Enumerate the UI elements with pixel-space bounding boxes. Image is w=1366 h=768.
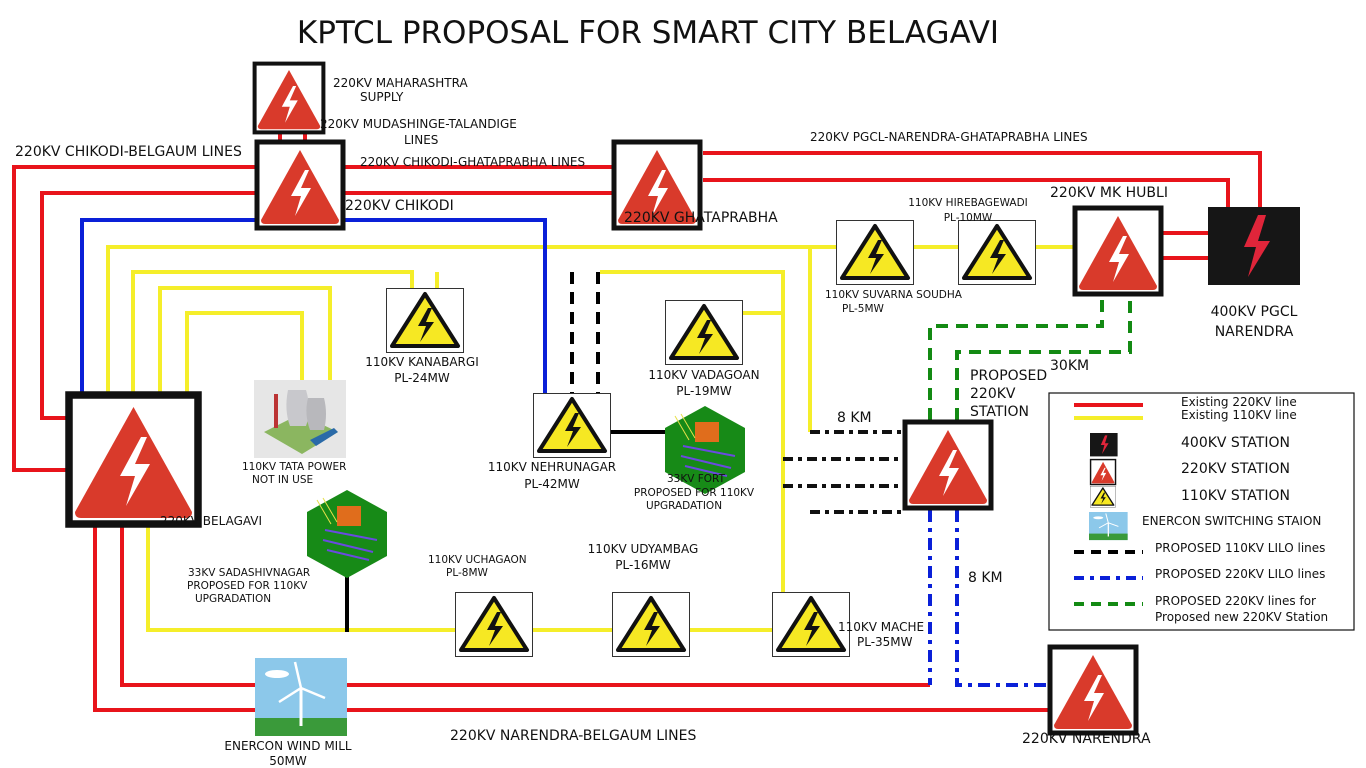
mudashinge-label-2: LINES bbox=[404, 133, 438, 147]
maharashtra-220kv-station[interactable] bbox=[255, 64, 324, 133]
kanabargi-pl: PL-24MW bbox=[394, 371, 450, 385]
mudashinge-label: 220KV MUDASHINGE-TALANDIGE bbox=[320, 117, 517, 131]
fort-label: 33KV FORT bbox=[667, 473, 726, 485]
pgcl-label: 400KV PGCL bbox=[1211, 304, 1298, 320]
vadagoan-label: 110KV VADAGOAN bbox=[648, 368, 759, 382]
chikodi-label: 220KV CHIKODI bbox=[345, 198, 454, 214]
33kv-links bbox=[345, 430, 665, 632]
legend-enercon-icon bbox=[1088, 511, 1129, 541]
udyambag-110kv-station[interactable] bbox=[610, 590, 692, 659]
hirebagewadi-label: 110KV HIREBAGEWADI bbox=[908, 197, 1028, 209]
legend-enercon: ENERCON SWITCHING STAION bbox=[1142, 514, 1321, 528]
nehrunagar-pl: PL-42MW bbox=[524, 477, 580, 491]
legend-new-220: PROPOSED 220KV lines for bbox=[1155, 594, 1316, 608]
legend-lilo-220: PROPOSED 220KV LILO lines bbox=[1155, 567, 1325, 581]
proposed-220kv-lilo-lines bbox=[928, 510, 1050, 687]
maharashtra-label-2: SUPPLY bbox=[360, 90, 404, 104]
page-title: KPTCL PROPOSAL FOR SMART CITY BELAGAVI bbox=[297, 15, 999, 51]
uchagaon-110kv-station[interactable] bbox=[453, 590, 535, 659]
suvarna-soudha-110kv-station[interactable] bbox=[834, 218, 916, 287]
udyambag-pl: PL-16MW bbox=[615, 558, 671, 572]
hirebagewadi-110kv-station[interactable] bbox=[956, 218, 1038, 287]
belagavi-label: 220KV BELAGAVI bbox=[160, 514, 262, 528]
distance-8km-label: 8 KM bbox=[837, 410, 872, 426]
nehrunagar-label: 110KV NEHRUNAGAR bbox=[488, 460, 616, 474]
suvarna-soudha-label: 110KV SUVARNA SOUDHA bbox=[825, 289, 963, 301]
sadashivnagar-33kv-substation-icon[interactable] bbox=[306, 489, 388, 579]
nehrunagar-110kv-station[interactable] bbox=[531, 391, 613, 460]
chikodi-belgaum-label: 220KV CHIKODI-BELGAUM LINES bbox=[15, 144, 242, 160]
tata-power-status: NOT IN USE bbox=[252, 474, 313, 486]
proposed-220kv-new-station-lines bbox=[928, 285, 1132, 420]
proposed-110kv-lilo-to-new-station bbox=[783, 430, 905, 514]
suvarna-soudha-pl: PL-5MW bbox=[842, 303, 885, 315]
sadashivnagar-label-2: PROPOSED FOR 110KV bbox=[187, 580, 308, 592]
mk-hubli-220kv-station[interactable] bbox=[1075, 208, 1161, 294]
chikodi-ghataprabha-label: 220KV CHIKODI-GHATAPRABHA LINES bbox=[360, 155, 585, 169]
narendra-belgaum-label: 220KV NARENDRA-BELGAUM LINES bbox=[450, 728, 696, 744]
station-labels: 220KV MAHARASHTRA SUPPLY 220KV CHIKODI 2… bbox=[160, 76, 1298, 768]
chikodi-220kv-station[interactable] bbox=[257, 142, 343, 228]
proposed-220kv-station[interactable] bbox=[905, 422, 991, 508]
legend-existing-110: Existing 110KV line bbox=[1181, 408, 1297, 422]
legend-110kv-icon bbox=[1089, 485, 1117, 508]
vadagoan-110kv-station[interactable] bbox=[663, 298, 745, 367]
legend-lilo-110: PROPOSED 110KV LILO lines bbox=[1155, 541, 1325, 555]
proposed-label: PROPOSED bbox=[970, 368, 1047, 384]
pgcl-narendra-label: 220KV PGCL-NARENDRA-GHATAPRABHA LINES bbox=[810, 130, 1088, 144]
tata-power-plant-icon[interactable] bbox=[254, 380, 346, 458]
enercon-windmill-icon[interactable] bbox=[253, 656, 349, 738]
distance-8km-label-2: 8 KM bbox=[968, 570, 1003, 586]
mache-label: 110KV MACHE bbox=[838, 620, 924, 634]
legend-400kv-icon bbox=[1090, 433, 1118, 457]
ghataprabha-label: 220KV GHATAPRABHA bbox=[624, 210, 778, 226]
udyambag-label: 110KV UDYAMBAG bbox=[588, 542, 699, 556]
legend-new-220-2: Proposed new 220KV Station bbox=[1155, 610, 1328, 624]
hirebagewadi-pl: PL-10MW bbox=[944, 212, 993, 224]
narendra-220kv-station[interactable] bbox=[1050, 647, 1136, 733]
tata-power-label: 110KV TATA POWER bbox=[242, 461, 346, 473]
sadashivnagar-label-3: UPGRADATION bbox=[195, 593, 271, 605]
kanabargi-110kv-station[interactable] bbox=[384, 286, 466, 355]
uchagaon-label: 110KV UCHAGAON bbox=[428, 554, 527, 566]
sadashivnagar-label: 33KV SADASHIVNAGAR bbox=[188, 567, 310, 579]
legend-400kv: 400KV STATION bbox=[1181, 435, 1290, 451]
enercon-capacity: 50MW bbox=[269, 754, 307, 768]
pgcl-label-2: NARENDRA bbox=[1215, 324, 1294, 340]
distance-30km-label: 30KM bbox=[1050, 358, 1089, 374]
legend: Existing 220KV line Existing 110KV line … bbox=[1048, 392, 1355, 631]
legend-220kv: 220KV STATION bbox=[1181, 461, 1290, 477]
belagavi-220kv-station[interactable] bbox=[69, 395, 198, 524]
enercon-label: ENERCON WIND MILL bbox=[224, 739, 352, 753]
proposed-label-2: 220KV bbox=[970, 386, 1016, 402]
proposed-label-3: STATION bbox=[970, 404, 1029, 420]
maharashtra-label: 220KV MAHARASHTRA bbox=[333, 76, 468, 90]
uchagaon-pl: PL-8MW bbox=[446, 567, 489, 579]
mache-pl: PL-35MW bbox=[857, 635, 913, 649]
existing-110kv-lines bbox=[106, 245, 1076, 632]
kanabargi-label: 110KV KANABARGI bbox=[365, 355, 478, 369]
pgcl-narendra-400kv-station[interactable] bbox=[1208, 207, 1300, 285]
legend-existing-220: Existing 220KV line bbox=[1181, 395, 1297, 409]
proposed-110kv-lilo-lines bbox=[570, 272, 600, 393]
fort-label-2: PROPOSED FOR 110KV bbox=[634, 487, 755, 499]
legend-110kv: 110KV STATION bbox=[1181, 488, 1290, 504]
legend-220kv-icon bbox=[1089, 458, 1117, 486]
fort-label-3: UPGRADATION bbox=[646, 500, 722, 512]
narendra-label: 220KV NARENDRA bbox=[1022, 731, 1151, 747]
mk-hubli-label: 220KV MK HUBLI bbox=[1050, 185, 1168, 201]
vadagoan-pl: PL-19MW bbox=[676, 384, 732, 398]
line-labels: 220KV MUDASHINGE-TALANDIGE LINES 220KV C… bbox=[15, 117, 1089, 744]
